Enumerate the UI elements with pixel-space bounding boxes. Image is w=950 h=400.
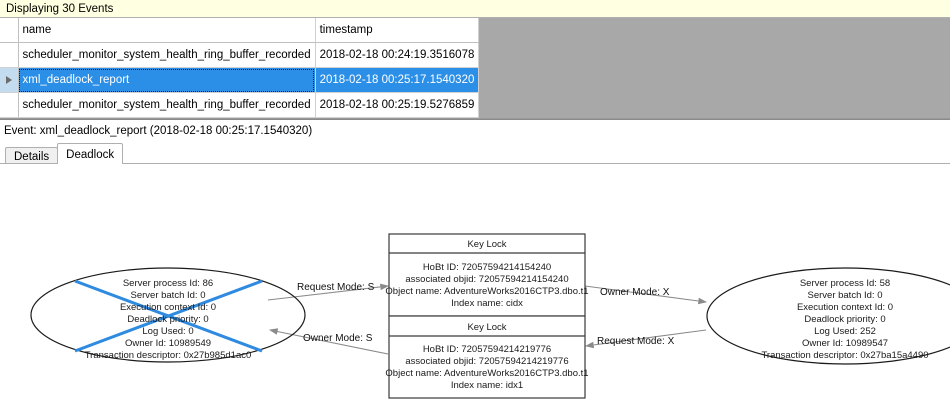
tab-details[interactable]: Details bbox=[5, 147, 59, 164]
events-banner-label: Displaying 30 Events bbox=[6, 2, 114, 15]
keylock-top-title: Key Lock bbox=[467, 239, 506, 250]
cell-timestamp[interactable]: 2018-02-18 00:25:17.1540320 bbox=[315, 67, 480, 93]
row-selector[interactable] bbox=[0, 92, 19, 118]
process-right-line-0: Server process Id: 58 bbox=[800, 278, 890, 289]
keylock-top-line-1: associated objid: 72057594214154240 bbox=[405, 274, 568, 285]
process-right-line-1: Server batch Id: 0 bbox=[808, 290, 883, 301]
edge-left-request: Request Mode: S bbox=[267, 282, 390, 301]
event-header: Event: xml_deadlock_report (2018-02-18 0… bbox=[0, 119, 950, 141]
process-left-line-3: Deadlock priority: 0 bbox=[127, 314, 208, 325]
process-right-line-3: Deadlock priority: 0 bbox=[804, 314, 885, 325]
resource-node-keylock-bottom[interactable]: Key Lock HoBt ID: 72057594214219776 asso… bbox=[385, 315, 589, 399]
events-grid-panel[interactable]: name timestamp scheduler_monitor_system_… bbox=[0, 18, 950, 119]
edge-label-right-request: Request Mode: X bbox=[597, 336, 675, 347]
keylock-bottom-line-2: Object name: AdventureWorks2016CTP3.dbo.… bbox=[385, 368, 588, 379]
keylock-bottom-line-0: HoBt ID: 72057594214219776 bbox=[423, 344, 551, 355]
resource-node-keylock-top[interactable]: Key Lock HoBt ID: 72057594214154240 asso… bbox=[385, 233, 589, 317]
cell-name[interactable]: scheduler_monitor_system_health_ring_buf… bbox=[18, 92, 316, 118]
tab-strip: Details Deadlock bbox=[0, 141, 950, 164]
edge-right-owner: Owner Mode: X bbox=[584, 285, 708, 305]
process-right-line-6: Transaction descriptor: 0x27ba15a4490 bbox=[761, 350, 928, 361]
grid-header-row: name timestamp bbox=[0, 18, 480, 43]
deadlock-graph-canvas[interactable]: Request Mode: S Owner Mode: X Owner Mode… bbox=[0, 163, 950, 400]
edge-left-owner: Owner Mode: S bbox=[268, 328, 389, 355]
grid-header-name[interactable]: name bbox=[18, 18, 316, 43]
edge-right-request: Request Mode: X bbox=[584, 329, 707, 349]
process-left-line-2: Execution context Id: 0 bbox=[120, 302, 216, 313]
row-selector-current[interactable] bbox=[0, 67, 19, 93]
process-left-line-1: Server batch Id: 0 bbox=[131, 290, 206, 301]
process-left-line-4: Log Used: 0 bbox=[142, 326, 193, 337]
edge-label-left-request: Request Mode: S bbox=[297, 282, 375, 293]
keylock-bottom-title: Key Lock bbox=[467, 322, 506, 333]
process-node-left[interactable]: Server process Id: 86 Server batch Id: 0… bbox=[30, 267, 306, 363]
table-row[interactable]: scheduler_monitor_system_health_ring_buf… bbox=[0, 92, 480, 118]
table-row-selected[interactable]: xml_deadlock_report 2018-02-18 00:25:17.… bbox=[0, 67, 480, 93]
edge-label-left-owner: Owner Mode: S bbox=[303, 333, 373, 344]
process-right-line-5: Owner Id: 10989547 bbox=[802, 338, 888, 349]
process-right-line-4: Log Used: 252 bbox=[814, 326, 876, 337]
deadlock-victim-cross-icon bbox=[74, 279, 263, 353]
event-header-label: Event: xml_deadlock_report (2018-02-18 0… bbox=[4, 124, 313, 137]
events-banner: Displaying 30 Events bbox=[0, 0, 950, 18]
keylock-top-line-2: Object name: AdventureWorks2016CTP3.dbo.… bbox=[385, 286, 588, 297]
keylock-bottom-line-3: Index name: idx1 bbox=[451, 380, 523, 391]
keylock-top-line-3: Index name: cidx bbox=[451, 298, 523, 309]
process-node-right[interactable]: Server process Id: 58 Server batch Id: 0… bbox=[706, 267, 950, 365]
process-left-line-6: Transaction descriptor: 0x27b985d1ac0 bbox=[85, 350, 252, 361]
row-selector[interactable] bbox=[0, 42, 19, 68]
cell-name[interactable]: scheduler_monitor_system_health_ring_buf… bbox=[18, 42, 316, 68]
current-row-arrow-icon bbox=[5, 75, 12, 84]
tab-deadlock[interactable]: Deadlock bbox=[57, 143, 124, 164]
process-left-line-5: Owner Id: 10989549 bbox=[125, 338, 211, 349]
process-right-line-2: Execution context Id: 0 bbox=[797, 302, 893, 313]
process-left-line-0: Server process Id: 86 bbox=[123, 278, 213, 289]
edge-label-right-owner: Owner Mode: X bbox=[600, 287, 670, 298]
keylock-top-line-0: HoBt ID: 72057594214154240 bbox=[423, 262, 551, 273]
table-row[interactable]: scheduler_monitor_system_health_ring_buf… bbox=[0, 42, 480, 68]
keylock-bottom-line-1: associated objid: 72057594214219776 bbox=[405, 356, 568, 367]
cell-timestamp[interactable]: 2018-02-18 00:25:19.5276859 bbox=[315, 92, 480, 118]
cell-timestamp[interactable]: 2018-02-18 00:24:19.3516078 bbox=[315, 42, 480, 68]
cell-name[interactable]: xml_deadlock_report bbox=[18, 67, 316, 93]
grid-header-selector bbox=[0, 18, 19, 43]
grid-header-timestamp[interactable]: timestamp bbox=[315, 18, 480, 43]
events-grid[interactable]: name timestamp scheduler_monitor_system_… bbox=[0, 18, 480, 118]
